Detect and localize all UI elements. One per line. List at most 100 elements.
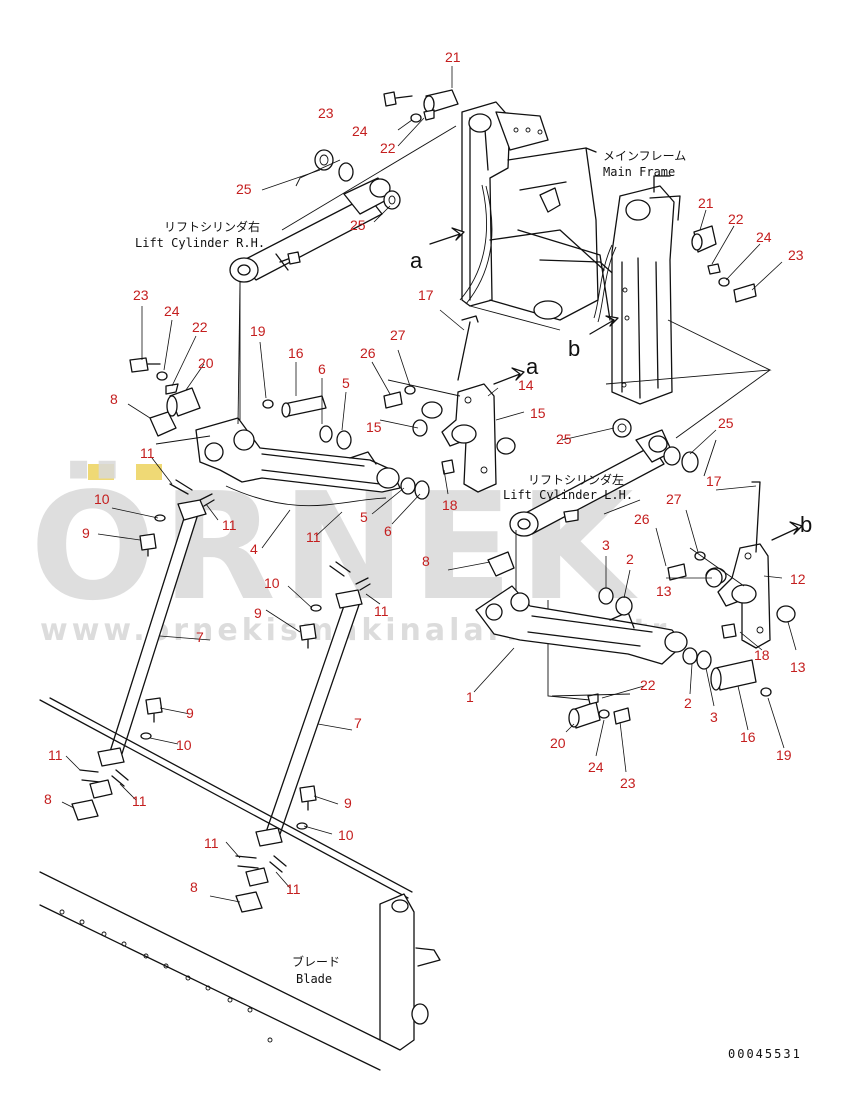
callout: 22: [380, 140, 396, 156]
callout: 10: [338, 827, 354, 843]
main-frame-en: Main Frame: [603, 165, 675, 179]
watermark-dot: [88, 464, 114, 480]
lift-cylinder-rh-en: Lift Cylinder R.H.: [135, 236, 265, 250]
callout: 24: [588, 759, 604, 775]
callout: 20: [198, 355, 214, 371]
direction-arrows: a b a b: [410, 227, 812, 541]
callout: 10: [176, 737, 192, 753]
arrow-b-label: b: [568, 336, 580, 361]
callout: 13: [656, 583, 672, 599]
callout: 11: [204, 835, 219, 851]
callout: 27: [666, 491, 682, 507]
watermark: ÖRNEK www.ornekismakinalari.com.tr: [30, 460, 666, 648]
callout: 10: [94, 491, 110, 507]
callout: 25: [350, 217, 366, 233]
callout: 23: [788, 247, 804, 263]
callout: 8: [190, 879, 198, 895]
callout: 22: [728, 211, 744, 227]
struts: [71, 479, 371, 913]
bracket-12: [705, 543, 796, 649]
callout: 12: [790, 571, 806, 587]
callout: 2: [684, 695, 692, 711]
callout: 6: [318, 361, 326, 377]
callout: 25: [718, 415, 734, 431]
callout: 14: [518, 377, 534, 393]
callout: 1: [466, 689, 474, 705]
arrow-b-label-2: b: [800, 512, 812, 537]
callout: 2: [626, 551, 634, 567]
callout: 6: [384, 523, 392, 539]
callout-numbers: 21 23 24 22 25 25 21 22 24 23 17 27 26 1…: [44, 49, 806, 897]
callout: 18: [442, 497, 458, 513]
callout: 24: [352, 123, 368, 139]
lift-cylinder-lh-en: Lift Cylinder L.H.: [503, 488, 633, 502]
arrow-a-label: a: [410, 248, 423, 273]
callout: 17: [706, 473, 722, 489]
callout: 26: [360, 345, 376, 361]
callout: 8: [44, 791, 52, 807]
callout: 11: [306, 529, 321, 545]
callout: 18: [754, 647, 770, 663]
callout: 23: [133, 287, 149, 303]
arm-4: [195, 417, 401, 507]
callout: 19: [250, 323, 266, 339]
callout: 25: [236, 181, 252, 197]
callout: 17: [418, 287, 434, 303]
lift-cylinder-lh: [509, 429, 673, 701]
callout: 26: [634, 511, 650, 527]
bracket-14: [421, 383, 516, 493]
callout: 22: [192, 319, 208, 335]
assembly-labels: メインフレーム Main Frame リフトシリンダ右 Lift Cylinde…: [135, 149, 802, 1061]
callout: 16: [288, 345, 304, 361]
callout: 11: [48, 747, 63, 763]
blade-en: Blade: [296, 972, 332, 986]
callout: 11: [222, 517, 237, 533]
callout: 9: [254, 605, 262, 621]
callout-leaders: [61, 66, 797, 903]
callout: 16: [740, 729, 756, 745]
callout: 21: [445, 49, 461, 65]
watermark-brand: ÖRNEK: [30, 460, 639, 633]
blade: [39, 697, 441, 1071]
watermark-dot: [136, 464, 162, 480]
callout: 7: [354, 715, 362, 731]
callout: 25: [556, 431, 572, 447]
lift-cylinder-lh-jp: リフトシリンダ左: [528, 472, 624, 487]
callout: 23: [318, 105, 334, 121]
callout: 5: [360, 509, 368, 525]
callout: 22: [640, 677, 656, 693]
arrow-a-label-2: a: [526, 354, 539, 379]
callout: 4: [250, 541, 258, 557]
callout: 23: [620, 775, 636, 791]
callout: 24: [164, 303, 180, 319]
callout: 11: [374, 603, 389, 619]
callout: 3: [602, 537, 610, 553]
main-frame-jp: メインフレーム: [603, 149, 686, 163]
callout: 11: [140, 445, 155, 461]
callout: 8: [422, 553, 430, 569]
callout: 11: [286, 881, 301, 897]
callout: 9: [344, 795, 352, 811]
callout: 15: [366, 419, 382, 435]
callout: 15: [530, 405, 546, 421]
small-parts: [129, 89, 772, 729]
callout: 20: [550, 735, 566, 751]
callout: 11: [132, 793, 147, 809]
callout: 10: [264, 575, 280, 591]
connection-lines: [155, 125, 772, 697]
lift-cylinder-rh: [229, 177, 395, 420]
callout: 8: [110, 391, 118, 407]
drawing-code: 00045531: [728, 1047, 802, 1061]
callout: 3: [710, 709, 718, 725]
callout: 24: [756, 229, 772, 245]
blade-bolt-holes: [59, 909, 273, 1043]
callout: 19: [776, 747, 792, 763]
callout: 9: [186, 705, 194, 721]
callout: 9: [82, 525, 90, 541]
callout: 13: [790, 659, 806, 675]
blade-jp: ブレード: [292, 954, 340, 969]
main-frame: [459, 101, 681, 405]
callout: 7: [196, 629, 204, 645]
